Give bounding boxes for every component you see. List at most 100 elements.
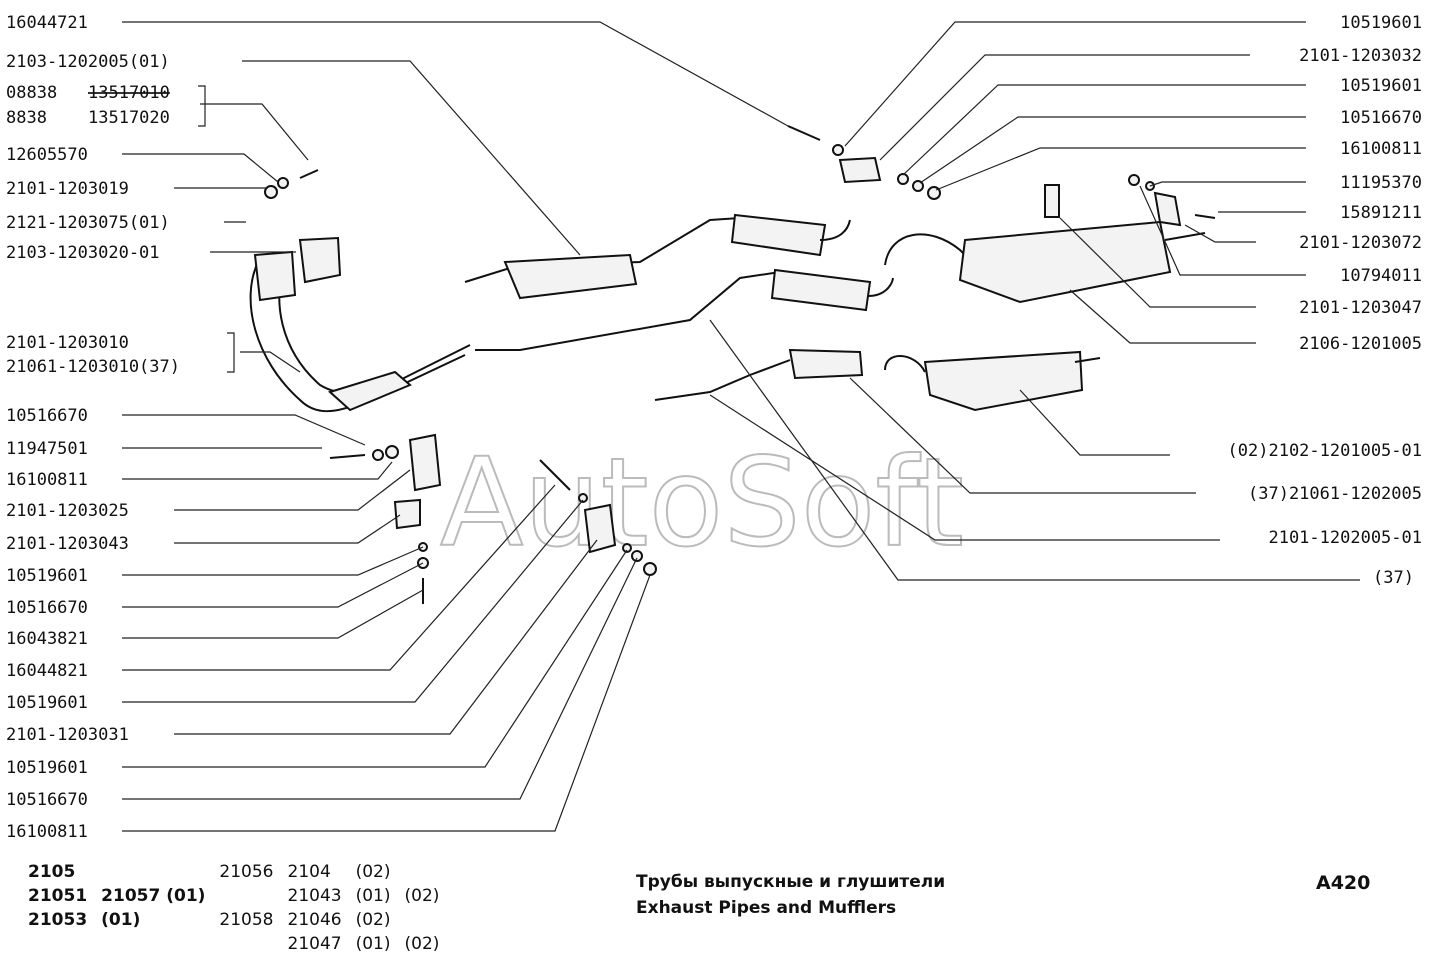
washer-a	[277, 177, 289, 189]
left-labels: 16044721 2103-1202005(01) 08838 13517010…	[6, 13, 180, 842]
flange-plate-2	[253, 250, 297, 302]
part-label: 12605570	[6, 145, 88, 165]
model-cell: 21056	[219, 862, 274, 882]
part-label: 15891211	[1340, 203, 1422, 223]
part-label: (02)2102-1201005-01	[1228, 441, 1422, 461]
model-cell: (01)	[355, 934, 391, 954]
model-row: 2105 21056 2104 (02)	[28, 862, 453, 886]
part-label: 16044821	[6, 661, 88, 681]
part-label: 10519601	[6, 693, 88, 713]
upper-pipe-end	[819, 219, 851, 241]
clamp-top	[838, 156, 882, 184]
part-label: 11947501	[6, 439, 88, 459]
title-english: Exhaust Pipes and Mufflers	[636, 898, 897, 918]
model-cell: (02)	[355, 910, 391, 930]
part-label: 2101-1203072	[1299, 233, 1422, 253]
model-row: 21047 (01) (02)	[28, 934, 453, 958]
washer-f	[372, 449, 384, 461]
nut-e	[1128, 174, 1140, 186]
model-cell: 21057 (01)	[101, 886, 206, 906]
part-label: 2101-1203032	[1299, 46, 1422, 66]
washer-d	[912, 180, 924, 192]
washer-c	[897, 173, 909, 185]
model-cell	[405, 910, 454, 934]
upper-resonator-1	[503, 253, 638, 300]
model-cell: (01)	[101, 910, 141, 930]
model-cell: 2104	[287, 862, 331, 882]
part-label: 2101-1203031	[6, 725, 129, 745]
part-label: 21061-1203010(37)	[6, 357, 180, 377]
rear-muffler-top	[958, 220, 1172, 304]
variant-muffler	[923, 350, 1084, 412]
washer-j	[622, 543, 632, 553]
upper-pipe	[464, 217, 741, 283]
model-cell: 21043	[287, 886, 342, 906]
model-cell	[101, 862, 219, 886]
variant-tail	[1074, 357, 1101, 363]
washer-k	[631, 550, 643, 562]
nut-a	[264, 185, 278, 199]
rubber-hanger	[1044, 184, 1060, 218]
part-label: 2101-1203025	[6, 501, 129, 521]
part-label: 2103-1202005(01)	[6, 52, 170, 72]
washer-b	[832, 144, 844, 156]
model-cell: (02)	[355, 862, 391, 882]
part-label-group-b: 13517010	[88, 83, 170, 103]
part-label: 16100811	[1340, 139, 1422, 159]
bolt-c	[329, 454, 366, 459]
model-table: 2105 21056 2104 (02) 21051 21057 (01) 21…	[28, 862, 453, 958]
leader-lines	[122, 21, 1360, 832]
part-label-group-a: 08838	[6, 83, 57, 103]
part-label-group-c: 8838	[6, 108, 47, 128]
upper-resonator-2	[730, 213, 827, 257]
model-cell: 21046	[287, 910, 342, 930]
part-label: 10794011	[1340, 266, 1422, 286]
washer-i	[578, 493, 588, 503]
variant-rear-pipe	[884, 355, 926, 373]
model-cell: (02)	[404, 886, 440, 906]
part-label: 2101-1203047	[1299, 298, 1422, 318]
model-row: 21053 (01) 21058 21046 (02)	[28, 910, 453, 934]
part-label: 16100811	[6, 822, 88, 842]
model-cell: (02)	[404, 934, 440, 954]
bolt-a	[299, 169, 319, 179]
hanger-bracket	[1153, 191, 1182, 227]
model-cell: 21058	[219, 910, 274, 930]
part-label: 16044721	[6, 13, 88, 33]
part-label: 10516670	[6, 598, 88, 618]
model-cell: 21047	[287, 934, 342, 954]
part-label: 11195370	[1340, 173, 1422, 193]
part-label: 10519601	[6, 566, 88, 586]
model-cell: 21053	[28, 910, 88, 930]
bolt-f	[1194, 214, 1216, 219]
clamp-lower-1	[393, 498, 421, 530]
label-bracket-top	[198, 85, 206, 127]
nut-k	[643, 562, 657, 576]
part-label: 10516670	[1340, 108, 1422, 128]
flange-plate	[298, 236, 342, 284]
model-cell: (01)	[355, 886, 391, 906]
label-bracket-mid	[227, 332, 235, 373]
part-label: 10519601	[1340, 13, 1422, 33]
model-cell	[405, 862, 454, 886]
model-cell	[219, 886, 287, 910]
part-label: 10516670	[6, 790, 88, 810]
part-label: (37)	[1373, 568, 1414, 588]
title-russian: Трубы выпускные и глушители	[636, 872, 946, 892]
bolt-d	[539, 459, 571, 491]
front-resonator	[328, 370, 412, 412]
bracket-lower	[408, 433, 442, 492]
rear-tail-top	[1164, 232, 1206, 241]
part-label: 2103-1203020-01	[6, 243, 160, 263]
variant-pipe	[654, 359, 791, 401]
part-label: 2101-1203010	[6, 333, 129, 353]
model-cell	[219, 934, 287, 958]
part-label: 10519601	[6, 758, 88, 778]
clamp-lower-2	[583, 503, 617, 554]
model-cell	[101, 934, 219, 958]
nut-f	[385, 445, 399, 459]
variant-resonator	[788, 348, 864, 380]
bolt-b	[787, 125, 821, 141]
right-labels: 10519601 2101-1203032 10519601 10516670 …	[1228, 13, 1422, 588]
